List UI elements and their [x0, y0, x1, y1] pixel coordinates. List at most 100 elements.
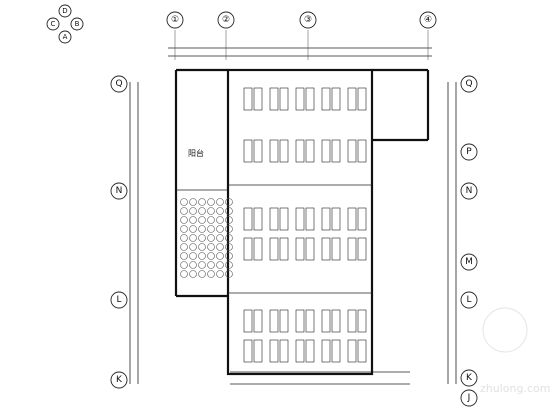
axis-label-left-l: L [116, 295, 121, 305]
hatch-circle [225, 270, 233, 278]
building-walls [174, 68, 430, 376]
desk [347, 339, 357, 363]
axis-bubble-left-k [110, 371, 128, 389]
hatch-circle [198, 261, 206, 269]
desk [295, 87, 305, 111]
desk [347, 139, 357, 163]
compass-circle-b [70, 17, 84, 31]
hatch-circle [180, 243, 188, 251]
desk [331, 309, 341, 333]
svg-text:zhulong.com: zhulong.com [480, 382, 550, 395]
desk [269, 237, 279, 261]
hatch-circle [216, 225, 224, 233]
hatch-circle [189, 252, 197, 260]
desk [331, 237, 341, 261]
hatch-circle [189, 198, 197, 206]
hatch-circle [180, 216, 188, 224]
axis-bubble-2 [217, 11, 235, 29]
hatch-circle [216, 207, 224, 215]
axis-bubble-right-m [460, 253, 478, 271]
axis-bubble-left-q [110, 75, 128, 93]
hatch-circle [207, 207, 215, 215]
desk [295, 339, 305, 363]
desk [279, 237, 289, 261]
axis-label-1: ① [171, 15, 179, 25]
hatch-circle [225, 216, 233, 224]
desk [279, 139, 289, 163]
desk [295, 139, 305, 163]
compass-symbol: D C B A [46, 4, 84, 44]
axis-label-left-k: K [116, 375, 123, 385]
desk [357, 339, 367, 363]
desk [243, 139, 253, 163]
hatch-circle [180, 234, 188, 242]
axis-label-left-q: Q [115, 79, 122, 89]
desk [305, 309, 315, 333]
hatch-circle [198, 216, 206, 224]
watermark: zhulong.com [480, 307, 550, 395]
desk [321, 207, 331, 231]
desk-rows [243, 87, 367, 363]
hatch-circle [189, 225, 197, 233]
hatch-circle [189, 234, 197, 242]
hatch-circle [207, 216, 215, 224]
axis-bubble-3 [299, 11, 317, 29]
hatch-circle [207, 261, 215, 269]
desk [305, 87, 315, 111]
desk [269, 87, 279, 111]
svg-text:C: C [51, 20, 56, 28]
desk [347, 87, 357, 111]
axis-label-right-n: N [466, 186, 473, 196]
hatch-circle [216, 261, 224, 269]
desk [305, 139, 315, 163]
hatch-circle [180, 207, 188, 215]
desk [357, 237, 367, 261]
hatch-circle [207, 243, 215, 251]
desk [321, 339, 331, 363]
grid-axis-bubbles: ① ② ③ ④ Q N L K Q P N M L K J [110, 11, 478, 407]
hatch-circle [216, 216, 224, 224]
desk [253, 139, 263, 163]
hatch-circle [225, 234, 233, 242]
desk [269, 139, 279, 163]
axis-label-right-j: J [467, 393, 471, 403]
axis-bubble-1 [166, 11, 184, 29]
hatch-circle [207, 234, 215, 242]
hatch-circle [198, 270, 206, 278]
desk [305, 339, 315, 363]
axis-bubble-right-p [460, 143, 478, 161]
desk [269, 339, 279, 363]
desk [347, 237, 357, 261]
compass-circle-c [46, 17, 60, 31]
desk [357, 139, 367, 163]
desk [347, 309, 357, 333]
hatch-circle [198, 198, 206, 206]
hatch-circle [180, 198, 188, 206]
hatch-circle [207, 225, 215, 233]
svg-text:B: B [75, 20, 80, 28]
desk [295, 309, 305, 333]
desk [269, 309, 279, 333]
hatch-circle [189, 243, 197, 251]
desk [279, 339, 289, 363]
desk [331, 339, 341, 363]
room-label-balcony: 阳台 [188, 148, 204, 158]
axis-label-right-p: P [466, 147, 472, 157]
desk [295, 207, 305, 231]
axis-bubble-right-n [460, 182, 478, 200]
desk [243, 339, 253, 363]
hatch-circle [198, 252, 206, 260]
desk [253, 87, 263, 111]
desk [321, 237, 331, 261]
hatch-circle [216, 234, 224, 242]
hatch-circle [198, 225, 206, 233]
desk [321, 309, 331, 333]
hatch-circle [225, 243, 233, 251]
hatch-circle [189, 207, 197, 215]
desk [253, 309, 263, 333]
desk [357, 207, 367, 231]
hatch-circle [189, 261, 197, 269]
desk [331, 207, 341, 231]
axis-bubble-right-k [460, 369, 478, 387]
